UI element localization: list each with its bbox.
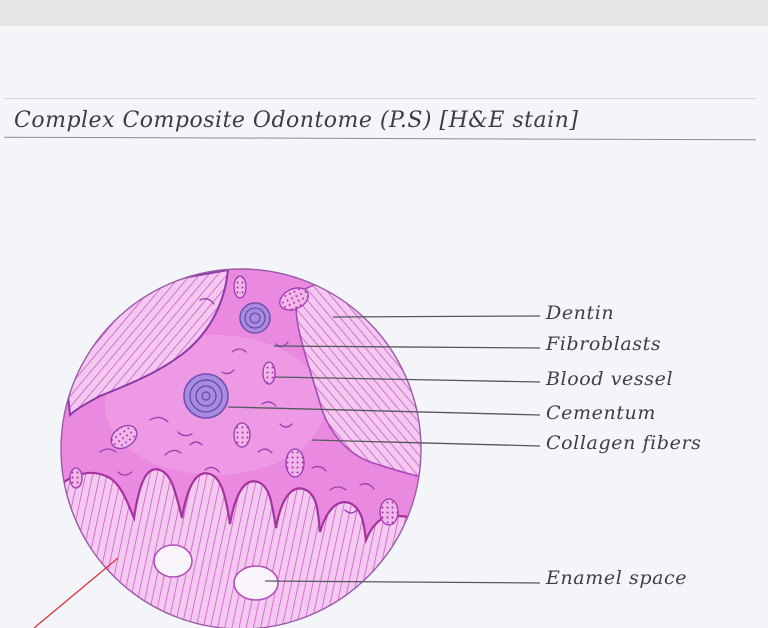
diagram-outline [60, 268, 422, 628]
label-dentin: Dentin [546, 302, 615, 324]
page-title: Complex Composite Odontome (P.S) [H&E st… [14, 108, 579, 133]
red-pointer-line [33, 557, 119, 628]
faint-ruled-line [4, 98, 756, 99]
enamel-space-2 [233, 565, 279, 601]
scan-top-band [0, 0, 768, 26]
leader-lines [227, 315, 541, 584]
cementum-body-large [183, 373, 229, 419]
collagen-fibers [99, 298, 375, 514]
enamel-space-1 [153, 544, 193, 578]
fibroblast-cells [69, 275, 399, 526]
label-blood-vessel: Blood vessel [546, 368, 674, 390]
cementum-body-small [239, 302, 271, 334]
label-enamel-space: Enamel space [546, 567, 688, 589]
label-cementum: Cementum [546, 402, 656, 424]
label-collagen-fibers: Collagen fibers [546, 432, 702, 454]
label-fibroblasts: Fibroblasts [546, 333, 662, 355]
